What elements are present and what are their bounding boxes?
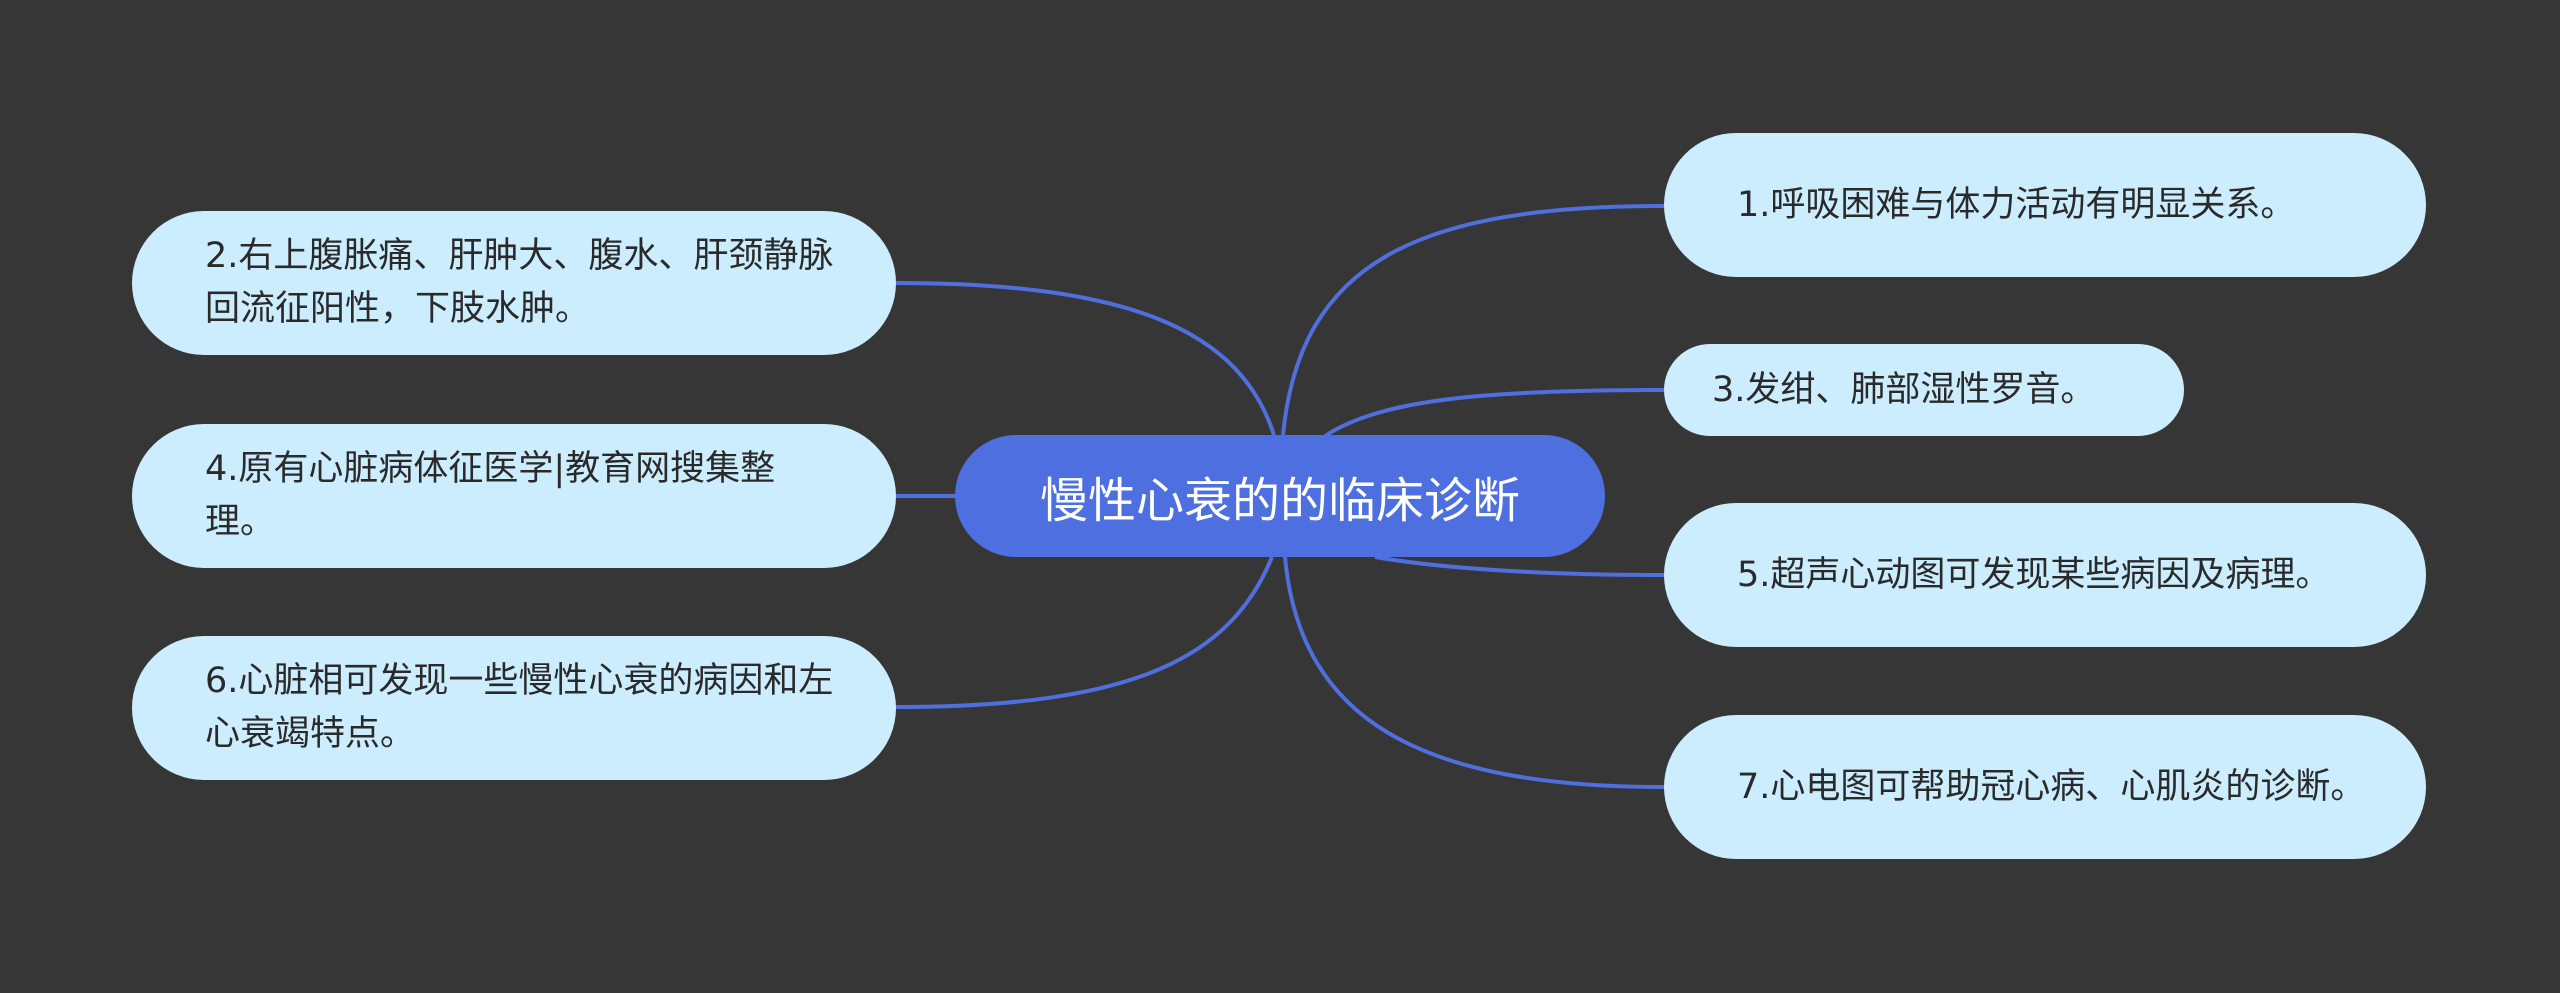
topic-node-3-label: 3.发绀、肺部湿性罗音。 <box>1712 369 2096 410</box>
topic-node-4-label: 4.原有心脏病体征医学|教育网搜集整理。 <box>205 449 776 542</box>
topic-node-1-label: 1.呼吸困难与体力活动有明显关系。 <box>1737 184 2296 225</box>
topic-node-5-label: 5.超声心动图可发现某些病因及病理。 <box>1737 554 2331 595</box>
topic-node-7-label: 7.心电图可帮助冠心病、心肌炎的诊断。 <box>1737 766 2366 807</box>
topic-node-6-label: 6.心脏相可发现一些慢性心衰的病因和左心衰竭特点。 <box>205 661 834 754</box>
link-to-node-6 <box>895 556 1274 709</box>
central-topic-label: 慢性心衰的的临床诊断 <box>1039 473 1520 529</box>
link-to-node-2 <box>895 281 1276 436</box>
topic-node-1[interactable]: 1.呼吸困难与体力活动有明显关系。 <box>1664 133 2426 277</box>
central-topic[interactable]: 慢性心衰的的临床诊断 <box>955 435 1605 557</box>
link-to-node-5 <box>1374 555 1665 577</box>
link-to-node-3 <box>1323 388 1665 438</box>
topic-node-2[interactable]: 2.右上腹胀痛、肝肿大、腹水、肝颈静脉回流征阳性，下肢水肿。 <box>132 211 896 355</box>
topic-node-3[interactable]: 3.发绀、肺部湿性罗音。 <box>1664 344 2184 436</box>
topic-node-4[interactable]: 4.原有心脏病体征医学|教育网搜集整理。 <box>132 424 896 568</box>
topic-node-2-label: 2.右上腹胀痛、肝肿大、腹水、肝颈静脉回流征阳性，下肢水肿。 <box>205 236 834 329</box>
topic-node-5[interactable]: 5.超声心动图可发现某些病因及病理。 <box>1664 503 2426 647</box>
link-to-node-1 <box>1281 204 1665 436</box>
topic-node-6[interactable]: 6.心脏相可发现一些慢性心衰的病因和左心衰竭特点。 <box>132 636 896 780</box>
link-to-node-7 <box>1283 556 1665 789</box>
topic-node-7[interactable]: 7.心电图可帮助冠心病、心肌炎的诊断。 <box>1664 715 2426 859</box>
